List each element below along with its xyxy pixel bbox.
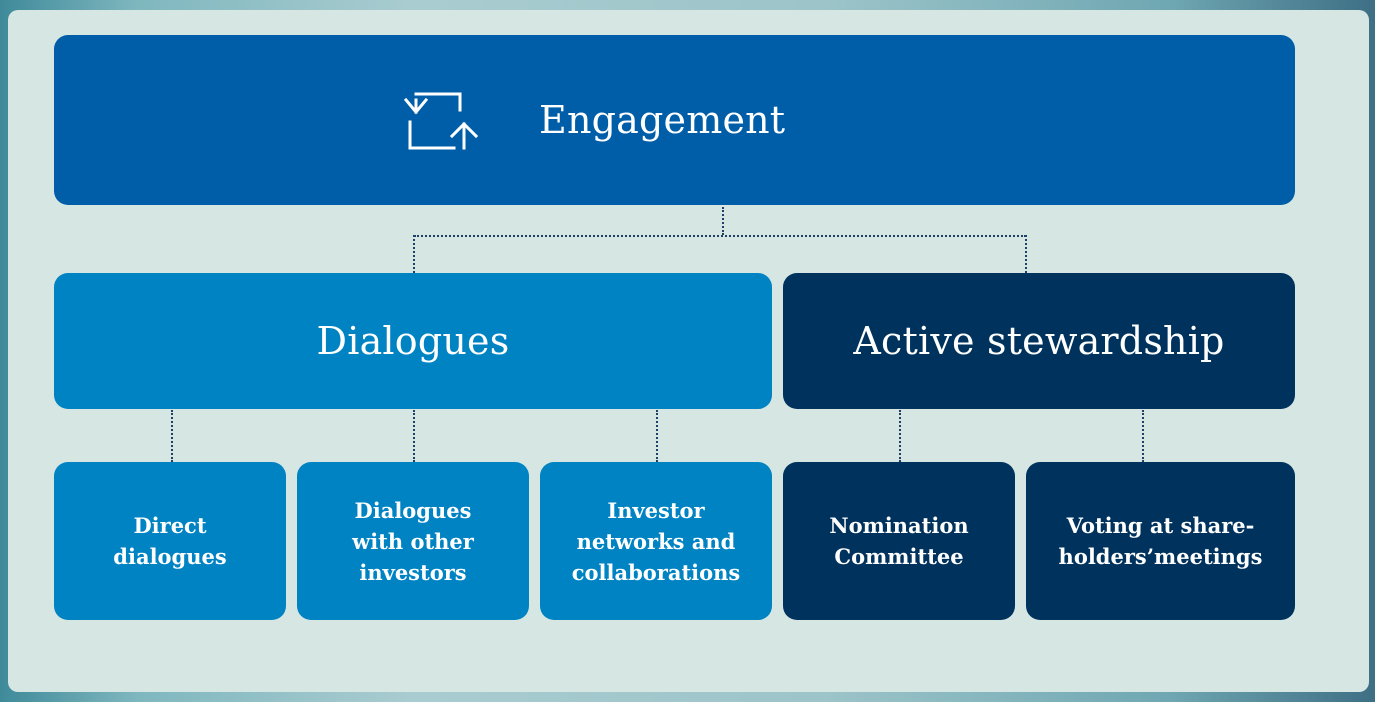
leaf-direct-dialogues: Direct dialogues bbox=[54, 462, 286, 620]
leaf-dialogues-with-other-investors: Dialogues with other investors bbox=[297, 462, 529, 620]
leaf-label: Nomination Committee bbox=[829, 513, 969, 569]
stewardship-box: Active stewardship bbox=[783, 273, 1295, 409]
swap-arrows-icon bbox=[403, 92, 479, 150]
stewardship-title: Active stewardship bbox=[853, 319, 1225, 363]
leaf-label: Direct dialogues bbox=[113, 513, 227, 569]
leaf-voting-shareholders-meetings: Voting at share- holders’meetings bbox=[1026, 462, 1295, 620]
connector-leaf-1 bbox=[171, 410, 173, 462]
engagement-title: Engagement bbox=[539, 98, 786, 142]
engagement-box: Engagement bbox=[54, 35, 1295, 205]
leaf-nomination-committee: Nomination Committee bbox=[783, 462, 1015, 620]
connector-to-dialogues bbox=[413, 235, 415, 273]
connector-leaf-4 bbox=[899, 410, 901, 462]
connector-leaf-2 bbox=[413, 410, 415, 462]
leaf-label: Voting at share- holders’meetings bbox=[1058, 513, 1263, 569]
dialogues-title: Dialogues bbox=[316, 319, 510, 363]
leaf-investor-networks: Investor networks and collaborations bbox=[540, 462, 772, 620]
connector-leaf-3 bbox=[656, 410, 658, 462]
connector-level2-bus bbox=[414, 235, 1026, 237]
connector-engagement-down bbox=[722, 207, 724, 235]
dialogues-box: Dialogues bbox=[54, 273, 772, 409]
leaf-label: Investor networks and collaborations bbox=[571, 497, 741, 585]
connector-leaf-5 bbox=[1142, 410, 1144, 462]
leaf-label: Dialogues with other investors bbox=[352, 497, 474, 585]
connector-to-stewardship bbox=[1025, 235, 1027, 273]
